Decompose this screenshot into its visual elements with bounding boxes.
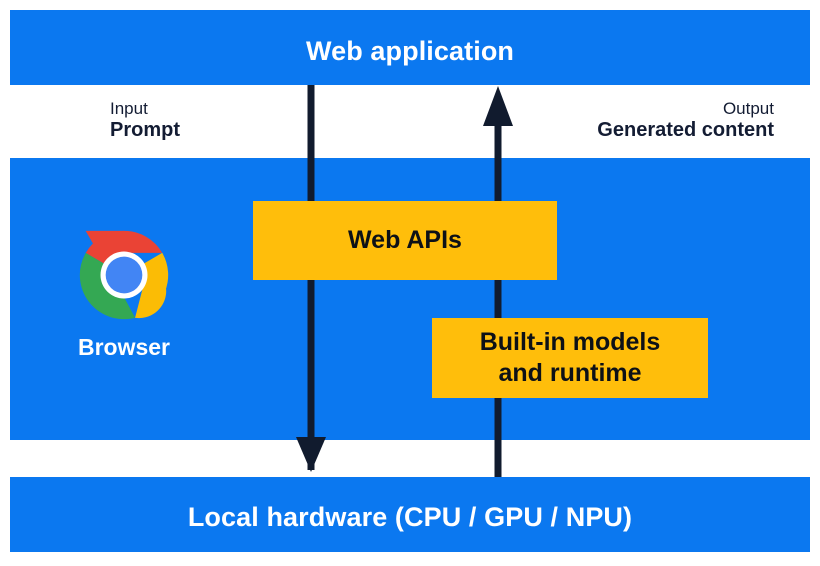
component-box-builtin-models: Built-in models and runtime	[432, 318, 708, 398]
browser-group: Browser	[63, 228, 185, 368]
connector-input-kicker: Input	[110, 99, 148, 118]
connector-label-input: Input Prompt	[110, 99, 180, 143]
connector-input-headline: Prompt	[110, 119, 180, 142]
component-box-builtin-models-label: Built-in models and runtime	[479, 328, 661, 387]
band-web-application: Web application	[10, 10, 810, 85]
chrome-logo-icon	[79, 230, 169, 320]
band-local-hardware: Local hardware (CPU / GPU / NPU)	[10, 477, 810, 552]
component-box-web-apis-label: Web APIs	[348, 226, 462, 254]
component-box-web-apis: Web APIs	[253, 201, 557, 280]
connector-output-headline: Generated content	[597, 119, 774, 142]
connector-label-output: Output Generated content	[597, 99, 774, 143]
browser-label: Browser	[77, 334, 171, 360]
band-web-application-title: Web application	[305, 36, 515, 66]
band-local-hardware-title: Local hardware (CPU / GPU / NPU)	[187, 502, 633, 532]
connector-output-kicker: Output	[722, 99, 774, 118]
